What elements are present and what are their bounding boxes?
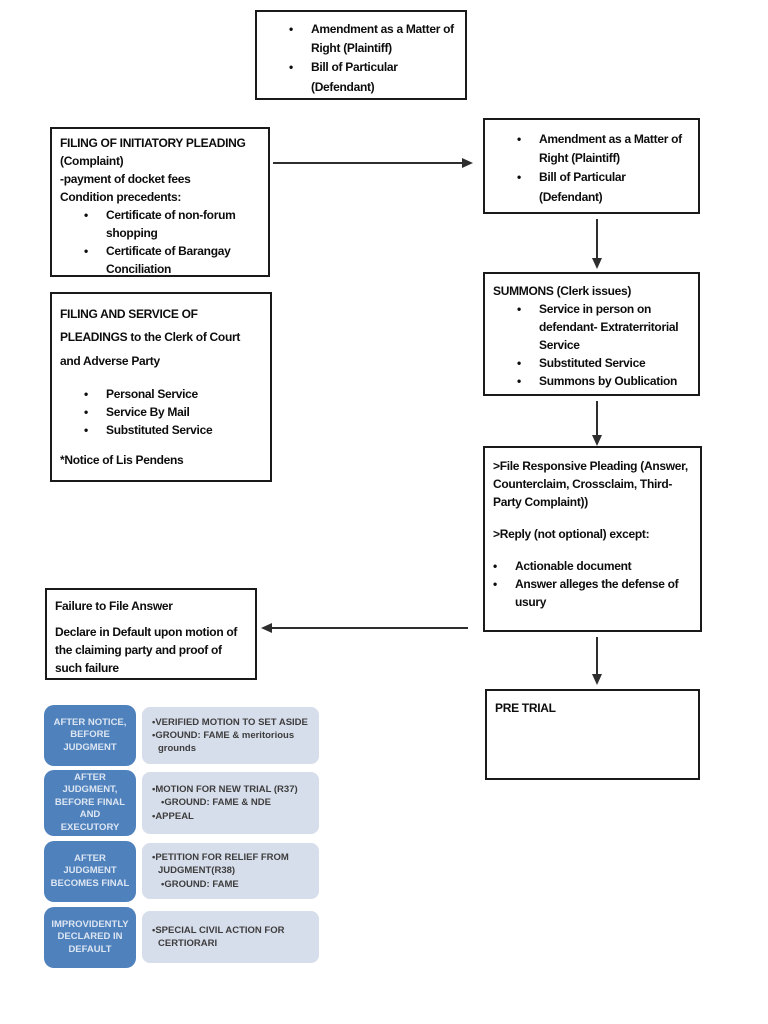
bullet-text: Actionable document [515,559,632,573]
remedy-item: •MOTION FOR NEW TRIAL (R37) [152,784,298,796]
bullet-item: • Bill of Particular (Defendant) [289,58,457,96]
pre-trial-box: PRE TRIAL [485,689,700,780]
remedy-item: •VERIFIED MOTION TO SET ASIDE [152,716,308,728]
bullet-text: Certificate of Barangay Conciliation [106,244,231,276]
bullet-icon: • [84,405,88,420]
summons-box: SUMMONS (Clerk issues) • Service in pers… [483,272,700,396]
bullet-text: Summons by Oublication [539,374,678,388]
remedy-panel: •VERIFIED MOTION TO SET ASIDE •GROUND: F… [142,707,319,764]
bullet-text: Substituted Service [539,356,646,370]
bullet-icon: • [517,132,521,146]
box-text-line: Condition precedents: [60,190,182,204]
bullet-icon: • [84,423,88,438]
filing-service-pleadings-box: FILING AND SERVICE OF PLEADINGS to the C… [50,292,272,482]
remedy-panel: •SPECIAL CIVIL ACTION FOR CERTIORARI [142,911,319,963]
remedy-stage-improvident-default: IMPROVIDENTLY DECLARED IN DEFAULT [44,907,136,968]
responsive-pleading-box: >File Responsive Pleading (Answer, Count… [483,446,702,632]
remedy-panel: •MOTION FOR NEW TRIAL (R37) •GROUND: FAM… [142,772,319,834]
arrow-line [596,637,598,675]
bullet-icon: • [517,356,521,370]
arrow-head-icon [462,158,473,168]
bullet-item: • Answer alleges the defense of usury [493,575,692,611]
arrow-head-icon [261,623,272,633]
bullet-icon: • [84,387,88,402]
bullet-text: Answer alleges the defense of usury [515,577,679,609]
remedy-stage-after-notice: AFTER NOTICE, BEFORE JUDGMENT [44,705,136,766]
bullet-item: • Amendment as a Matter of Right (Plaint… [289,20,457,58]
arrow-line [596,219,598,259]
box-title: PRE TRIAL [495,701,556,715]
bullet-icon: • [84,208,88,222]
bullet-item: • Certificate of Barangay Conciliation [84,242,260,276]
bullet-text: Service in person on defendant- Extrater… [539,302,679,352]
remedy-stage-after-final: AFTER JUDGMENT BECOMES FINAL [44,841,136,902]
remedy-stage-before-final: AFTER JUDGMENT, BEFORE FINAL AND EXECUTO… [44,770,136,836]
arrow-line [596,401,598,436]
lis-pendens-note: *Notice of Lis Pendens [60,453,184,468]
box-text-line: FILING AND SERVICE OF [60,307,198,321]
bullet-text: Bill of Particular (Defendant) [539,170,626,204]
box-text-line: PLEADINGS to the Clerk of Court [60,330,241,345]
failure-to-file-answer-box: Failure to File Answer Declare in Defaul… [45,588,257,680]
arrow-head-icon [592,674,602,685]
filing-initiatory-pleading-box: FILING OF INITIATORY PLEADING (Complaint… [50,127,270,277]
bullet-text: Amendment as a Matter of Right (Plaintif… [539,132,682,166]
bullet-icon: • [84,244,88,258]
bullet-text: Certificate of non-forum shopping [106,208,236,240]
bullet-text: Amendment as a Matter of Right (Plaintif… [311,22,454,56]
box-paragraph: Declare in Default upon motion of the cl… [55,625,238,675]
bullet-item: • Substituted Service [84,421,262,439]
bullet-item: • Actionable document [493,557,692,575]
bullet-icon: • [517,374,521,388]
remedy-item: •SPECIAL CIVIL ACTION FOR CERTIORARI [152,924,285,949]
bullet-icon: • [517,302,521,316]
box-paragraph: >File Responsive Pleading (Answer, Count… [493,459,688,509]
box-title: SUMMONS (Clerk issues) [493,284,632,298]
bullet-item: • Bill of Particular (Defendant) [517,168,690,206]
bullet-item: • Substituted Service [517,354,690,372]
bullet-item: • Certificate of non-forum shopping [84,206,260,242]
bullet-item: • Summons by Oublication [517,372,690,390]
amendment-top-box: • Amendment as a Matter of Right (Plaint… [255,10,467,100]
bullet-icon: • [493,559,497,573]
bullet-icon: • [517,170,521,185]
remedy-item: •APPEAL [152,810,194,822]
bullet-icon: • [289,60,293,75]
box-paragraph: >Reply (not optional) except: [493,527,650,541]
arrow-line [272,627,468,629]
box-text-line: and Adverse Party [60,353,160,368]
bullet-item: • Service in person on defendant- Extrat… [517,300,690,354]
bullet-icon: • [493,577,497,591]
bullet-item: • Amendment as a Matter of Right (Plaint… [517,130,690,168]
bullet-text: Service By Mail [106,405,190,420]
box-title: Failure to File Answer [55,599,173,613]
bullet-text: Substituted Service [106,423,213,438]
bullet-item: • Service By Mail [84,403,262,421]
arrow-head-icon [592,258,602,269]
bullet-icon: • [289,22,293,36]
remedy-item: •PETITION FOR RELIEF FROM JUDGMENT(R38) [152,852,289,877]
remedy-item: •GROUND: FAME & NDE [161,797,271,809]
bullet-text: Bill of Particular (Defendant) [311,60,398,94]
arrow-head-icon [592,435,602,446]
box-text-line: (Complaint) [60,154,124,168]
remedy-panel: •PETITION FOR RELIEF FROM JUDGMENT(R38) … [142,843,319,899]
remedy-item: •GROUND: FAME [161,878,239,890]
remedy-item: •GROUND: FAME & meritorious grounds [152,729,295,755]
box-text-line: -payment of docket fees [60,172,191,186]
amendment-right-box: • Amendment as a Matter of Right (Plaint… [483,118,700,214]
bullet-text: Personal Service [106,387,198,402]
box-text-line: FILING OF INITIATORY PLEADING [60,136,246,150]
bullet-item: • Personal Service [84,385,262,403]
arrow-line [273,162,464,164]
